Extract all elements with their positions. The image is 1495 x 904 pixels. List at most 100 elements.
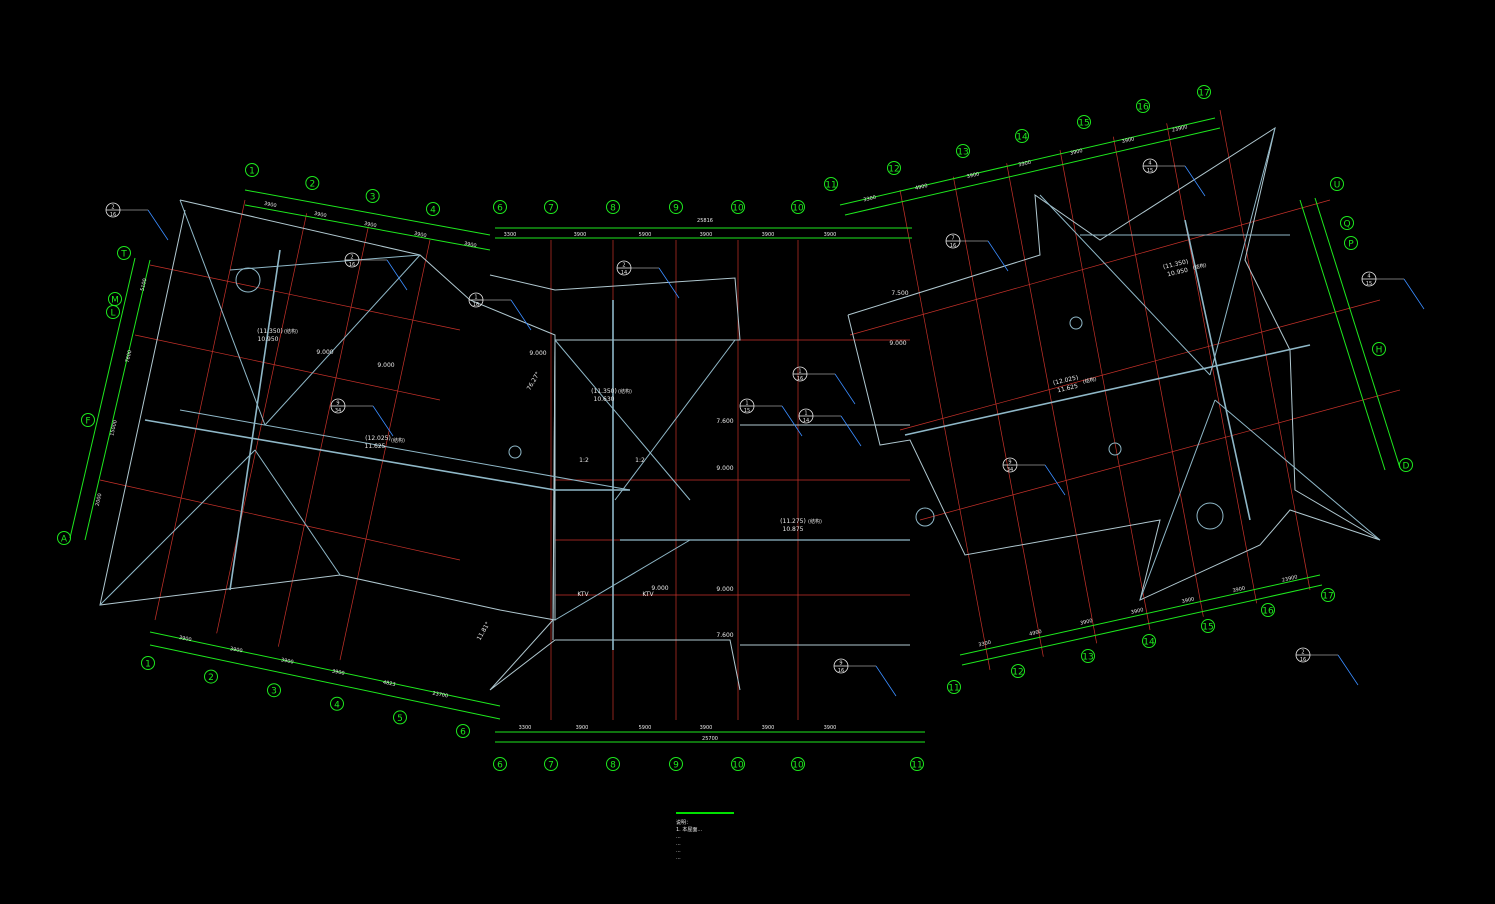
elev-text: 10.630 (594, 396, 615, 403)
axis-bubble-label: 2 (309, 180, 315, 190)
dim-line-right-bottom (959, 574, 1321, 656)
axis-bubble-left-top: 2 (305, 176, 320, 190)
ridge-left-main-2 (179, 409, 631, 491)
axis-bubble-label: 15 (1202, 623, 1213, 633)
dim-text-left-bottom: 23700 (432, 691, 449, 700)
dim-text-center-bottom: 25700 (702, 736, 718, 742)
callout-bottom: 16 (473, 302, 479, 308)
detail-callout: 114 (798, 408, 862, 447)
ridge-left-vertical (229, 249, 281, 591)
callout-pointer (781, 405, 803, 437)
axis-line-right (952, 176, 1044, 657)
axis-bubble-label: 3 (271, 687, 277, 697)
axis-bubble-left-top: 3 (365, 189, 380, 203)
dim-text-left-top: 3900 (363, 221, 377, 229)
axis-line-left (339, 239, 431, 661)
dim-text-left-bottom: 3900 (331, 668, 345, 676)
axis-bubble-right-bottom: 15 (1201, 619, 1215, 633)
ridge-left-main (144, 419, 556, 491)
axis-line-right-h (849, 199, 1331, 336)
axis-bubble-label: 10 (792, 761, 804, 771)
elev-note: (结构) (284, 328, 298, 335)
axis-bubble-right-side: D (1399, 458, 1413, 472)
callout-bottom: 16 (838, 668, 844, 674)
callout-bottom: 34 (1007, 467, 1013, 473)
hip-left-3 (99, 449, 256, 606)
axis-bubble-circle (956, 144, 970, 158)
axis-bubble-label: 16 (1137, 103, 1149, 113)
axis-line-right (1006, 163, 1098, 644)
axis-bubble-label: U (1334, 181, 1341, 191)
dim-line-right-bottom-2 (961, 584, 1323, 666)
axis-bubble-circle (1330, 177, 1344, 191)
axis-bubble-center-top: 8 (606, 200, 620, 214)
dim-text-left-side: 5100 (140, 278, 149, 292)
axis-bubble-left-top: 1 (245, 163, 259, 177)
axis-bubble-circle (1081, 649, 1095, 663)
axis-line-right (1166, 123, 1258, 604)
dim-text-left-side: 15000 (109, 420, 118, 437)
dim-text-right-bottom: 3900 (1181, 596, 1195, 605)
roof-outline-center (489, 274, 741, 691)
axis-bubble-circle (1077, 115, 1091, 129)
elev-note: (结构) (808, 518, 822, 525)
axis-bubble-label: 12 (888, 165, 899, 175)
notes-line: ... (676, 834, 681, 840)
detail-callout: 934 (1002, 457, 1066, 496)
axis-bubble-label: 11 (825, 181, 836, 191)
axis-bubble-left-side: M (108, 292, 122, 306)
elev-text: (11.275) (780, 518, 806, 525)
axis-bubble-left-bottom: 5 (393, 710, 407, 725)
dim-text-center-bottom: 3900 (824, 725, 837, 731)
dim-text-center-bottom: 5900 (639, 725, 652, 731)
callout-bottom: 34 (335, 408, 341, 414)
callout-pointer (1184, 165, 1206, 197)
callout-top: 1 (798, 369, 801, 375)
elev-note: (结构) (1192, 262, 1207, 272)
axis-line-right (1112, 136, 1204, 617)
notes-underline (676, 812, 734, 814)
axis-bubble-center-top: 6 (493, 200, 507, 214)
axis-bubble-right-bottom: 13 (1081, 649, 1095, 663)
dim-text-right-bottom: 23900 (1281, 574, 1298, 583)
axis-bubble-circle (1344, 236, 1358, 250)
dim-text-center-top: 5900 (639, 232, 652, 238)
ridge-right-main (904, 344, 1311, 436)
axis-bubble-label: 10 (732, 761, 744, 771)
dim-text-right-bottom: 3300 (978, 640, 992, 649)
elev-text: 9.000 (529, 350, 546, 357)
axis-line-right (1219, 109, 1311, 591)
axis-bubble-circle (910, 757, 924, 771)
slope-label: 1:2 (579, 457, 589, 464)
axis-bubble-circle (305, 176, 320, 190)
dim-line-left-bottom (149, 631, 501, 707)
axis-line-left-h (99, 479, 461, 561)
axis-bubble-circle (1372, 342, 1386, 356)
axis-bubble-right-top: 12 (887, 161, 901, 175)
hip-left-1 (179, 199, 266, 426)
roof-ridge-lines (99, 127, 1381, 650)
angle-text: 11.81° (476, 621, 492, 642)
axis-bubble-label: 11 (948, 684, 959, 694)
dim-text-left-bottom: 3900 (178, 635, 192, 643)
axis-bubble-label: 17 (1322, 592, 1333, 602)
dim-line-left-side (84, 259, 151, 541)
callout-top: 7 (951, 236, 954, 242)
axis-bubble-label: 10 (732, 204, 744, 214)
axis-bubble-circle (887, 161, 901, 175)
axis-bubble-right-bottom: 12 (1011, 664, 1025, 678)
callout-bottom: 16 (110, 212, 116, 218)
axis-bubble-circle (330, 696, 344, 711)
axis-bubble-label: 6 (497, 761, 503, 771)
dim-text-left-bottom: 3900 (229, 646, 243, 654)
dim-text-center-top: 25816 (697, 218, 713, 224)
axis-bubble-label: P (1348, 240, 1354, 250)
axis-bubble-label: 3 (370, 193, 376, 203)
axis-bubble-circle (493, 757, 507, 771)
drain-circle (1108, 442, 1122, 456)
axis-line-right-h (899, 299, 1381, 431)
dim-text-right-bottom: 3900 (1130, 607, 1144, 616)
dim-text-left-bottom: 3900 (280, 657, 294, 665)
callout-pointer (840, 415, 862, 447)
